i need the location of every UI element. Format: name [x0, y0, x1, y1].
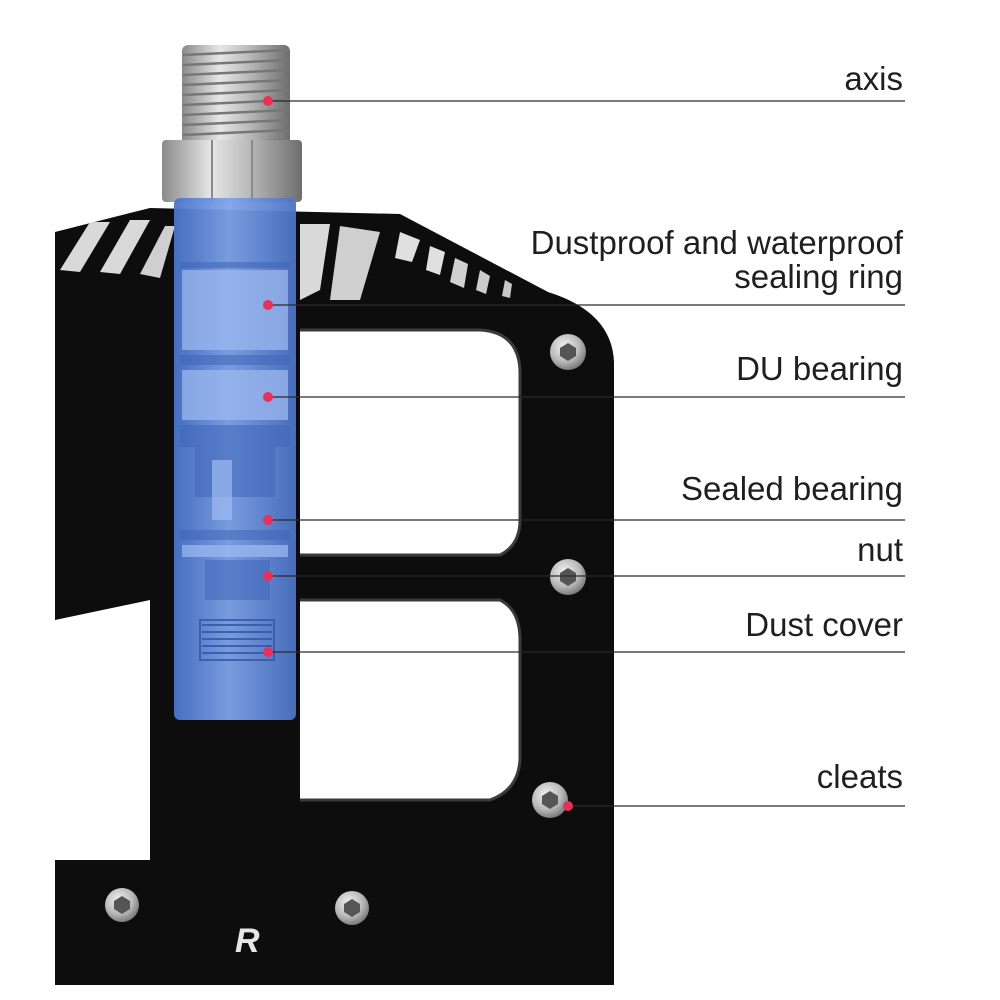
marker-dots — [263, 96, 573, 811]
marker-dot-dust-cover — [263, 647, 273, 657]
bolt-icon — [105, 888, 139, 922]
cleat-bolts — [105, 334, 586, 925]
marker-dot-cleats — [563, 801, 573, 811]
pedal-logo: R — [235, 922, 260, 960]
axle-hex-nut — [162, 140, 302, 202]
marker-dot-sealing-ring — [263, 300, 273, 310]
bolt-icon — [550, 334, 586, 370]
marker-dot-du-bearing — [263, 392, 273, 402]
pedal-body: R — [55, 208, 614, 985]
axle-thread — [182, 45, 290, 155]
marker-dot-sealed-bearing — [263, 515, 273, 525]
pedal-graphic-stripes — [60, 220, 512, 300]
bolt-icon — [532, 782, 568, 818]
axle-spindle-overlay — [174, 198, 296, 720]
pedal-frame — [55, 208, 614, 985]
label-dust-cover: Dust cover — [745, 606, 903, 643]
label-du-bearing: DU bearing — [736, 350, 903, 387]
label-sealing-ring-line1: Dustproof and waterproof — [530, 224, 903, 261]
label-nut: nut — [857, 531, 903, 568]
marker-dot-axis — [263, 96, 273, 106]
marker-dot-nut — [263, 571, 273, 581]
bolt-icon — [335, 891, 369, 925]
label-sealing-ring-line2: sealing ring — [734, 258, 903, 295]
label-sealed-bearing: Sealed bearing — [680, 470, 903, 507]
leader-lines — [268, 100, 905, 807]
bolt-icon — [550, 559, 586, 595]
label-axis: axis — [844, 60, 903, 97]
label-cleats: cleats — [816, 758, 903, 795]
